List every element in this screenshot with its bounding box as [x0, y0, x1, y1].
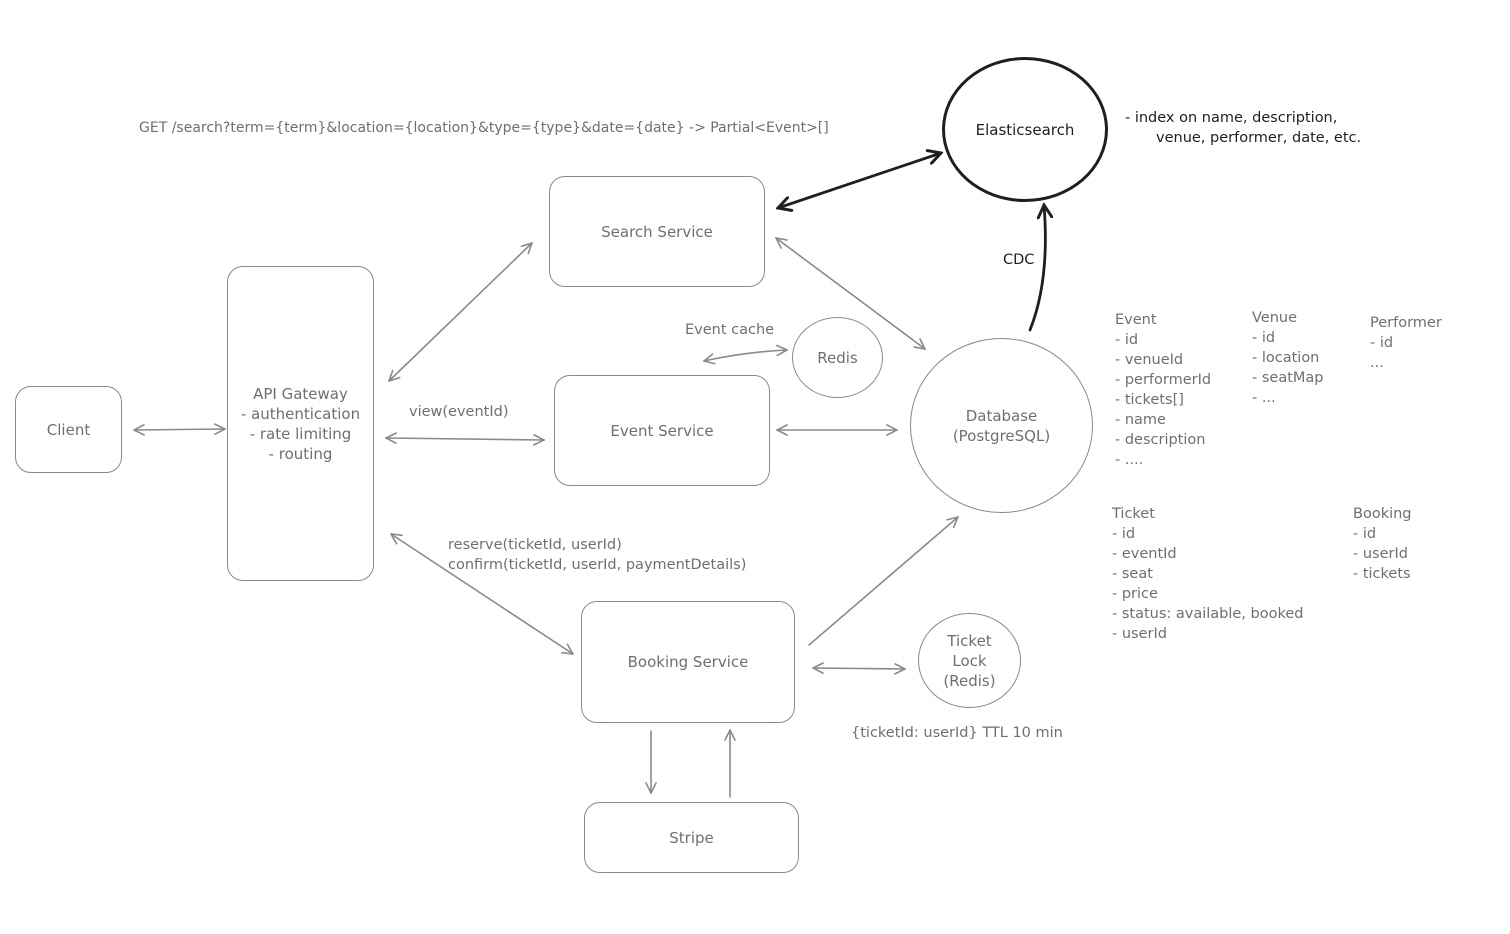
- elasticsearch-label: Elasticsearch: [975, 120, 1075, 139]
- schema-field: - ....: [1115, 452, 1144, 468]
- search-service-box: Search Service: [549, 176, 765, 287]
- search-database-arrow: [776, 238, 925, 349]
- schema-field: - id: [1370, 335, 1394, 351]
- schema-title: Venue: [1252, 310, 1298, 326]
- api-gateway-line: - rate limiting: [249, 424, 352, 443]
- booking-service-box: Booking Service: [581, 601, 795, 723]
- cdc-label: CDC: [1003, 252, 1035, 268]
- es-index-note-line: - index on name, description,: [1125, 110, 1338, 126]
- event-service-label: Event Service: [610, 421, 714, 440]
- api-gateway-line: - routing: [268, 444, 333, 463]
- schema-field: - userId: [1353, 546, 1408, 562]
- ticket-lock-line: Lock: [952, 651, 987, 670]
- booking-schema: Booking - id - userId - tickets: [1353, 504, 1412, 584]
- elasticsearch-circle: Elasticsearch: [942, 57, 1108, 202]
- event-cache-label: Event cache: [685, 322, 775, 338]
- api-gateway-line: - authentication: [240, 404, 361, 423]
- search-service-label: Search Service: [601, 222, 713, 241]
- confirm-label: confirm(ticketId, userId, paymentDetails…: [448, 557, 747, 573]
- gateway-booking-arrow: [391, 534, 573, 654]
- redis-label: Redis: [817, 348, 858, 367]
- schema-field: - price: [1112, 586, 1158, 602]
- search-elasticsearch-arrow: [778, 153, 941, 208]
- ticket-lock-note: {ticketId: userId} TTL 10 min: [851, 725, 1063, 741]
- ticket-lock-circle: Ticket Lock (Redis): [918, 613, 1021, 708]
- es-index-note-line: venue, performer, date, etc.: [1156, 130, 1362, 146]
- schema-field: - id: [1112, 526, 1136, 542]
- ticket-lock-line: Ticket: [947, 631, 992, 650]
- gateway-event-arrow: [386, 438, 544, 440]
- schema-field: - ...: [1252, 390, 1276, 406]
- booking-ticketlock-arrow: [813, 668, 905, 669]
- api-gateway-title: API Gateway: [253, 384, 348, 403]
- stripe-label: Stripe: [669, 828, 714, 847]
- ticket-schema: Ticket - id - eventId - seat - price - s…: [1112, 504, 1304, 644]
- schema-field: - performerId: [1115, 372, 1212, 388]
- schema-field: - eventId: [1112, 546, 1177, 562]
- event-schema: Event - id - venueId - performerId - tic…: [1115, 310, 1211, 470]
- redis-cache-circle: Redis: [792, 317, 883, 398]
- schema-field: - tickets[]: [1115, 392, 1184, 408]
- booking-service-label: Booking Service: [627, 653, 749, 671]
- schema-field: - status: available, booked: [1112, 606, 1304, 622]
- booking-database-arrow: [808, 517, 958, 646]
- schema-field: - location: [1252, 350, 1320, 366]
- performer-schema: Performer - id ...: [1370, 313, 1442, 373]
- client-gateway-arrow: [134, 429, 225, 430]
- schema-field: - id: [1115, 332, 1139, 348]
- ticket-lock-line: (Redis): [943, 671, 996, 690]
- schema-field: ...: [1370, 355, 1384, 371]
- client-box: Client: [15, 386, 122, 473]
- schema-field: - seat: [1112, 566, 1153, 582]
- schema-title: Ticket: [1112, 506, 1155, 522]
- api-gateway-box: API Gateway - authentication - rate limi…: [227, 266, 374, 581]
- schema-title: Performer: [1370, 315, 1442, 331]
- schema-field: - seatMap: [1252, 370, 1324, 386]
- schema-field: - name: [1115, 412, 1166, 428]
- reserve-label: reserve(ticketId, userId): [448, 537, 622, 553]
- schema-title: Booking: [1353, 506, 1412, 522]
- view-event-label: view(eventId): [409, 404, 509, 420]
- cdc-arrow: [1028, 205, 1045, 332]
- event-redis-arrow: [704, 350, 787, 361]
- venue-schema: Venue - id - location - seatMap - ...: [1252, 308, 1324, 408]
- schema-field: - tickets: [1353, 566, 1411, 582]
- schema-field: - venueId: [1115, 352, 1184, 368]
- event-service-box: Event Service: [554, 375, 770, 486]
- gateway-search-arrow: [389, 243, 532, 381]
- database-circle: Database (PostgreSQL): [910, 338, 1093, 513]
- schema-field: - description: [1115, 432, 1206, 448]
- database-line: (PostgreSQL): [952, 426, 1051, 445]
- schema-field: - id: [1252, 330, 1276, 346]
- schema-field: - userId: [1112, 626, 1167, 642]
- stripe-box: Stripe: [584, 802, 799, 873]
- database-line: Database: [965, 406, 1038, 425]
- schema-title: Event: [1115, 312, 1157, 328]
- client-label: Client: [46, 420, 91, 439]
- schema-field: - id: [1353, 526, 1377, 542]
- search-endpoint-label: GET /search?term={term}&location={locati…: [139, 120, 829, 136]
